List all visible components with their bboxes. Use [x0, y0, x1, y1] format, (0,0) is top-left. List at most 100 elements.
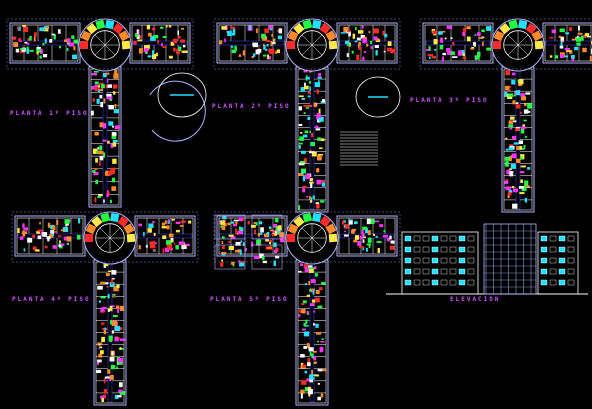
room-fixture — [101, 322, 105, 325]
room-fixture — [114, 394, 119, 399]
room-fixture — [527, 167, 531, 170]
elev-window — [558, 246, 566, 253]
room-fixture — [565, 50, 571, 52]
room-fixture — [111, 320, 118, 326]
room-fixture — [314, 273, 318, 277]
room-fixture — [314, 266, 317, 270]
room-fixture — [515, 104, 521, 109]
room-fixture — [318, 73, 322, 77]
room-fixture — [508, 190, 513, 193]
room-fixture — [269, 229, 274, 232]
room-fixture — [344, 230, 346, 233]
room-fixture — [101, 151, 104, 155]
room-fixture — [360, 34, 365, 39]
room-fixture — [259, 253, 264, 259]
room-fixture — [221, 236, 225, 239]
room-fixture — [317, 340, 319, 343]
room-fixture — [51, 33, 55, 36]
room-fixture — [258, 221, 263, 225]
room-fixture — [103, 330, 107, 335]
room-fixture — [522, 124, 525, 129]
room-fixture — [361, 25, 364, 29]
room-fixture — [317, 396, 322, 401]
room-fixture — [577, 25, 580, 31]
room-fixture — [99, 94, 103, 99]
room-fixture — [425, 48, 430, 51]
room-fixture — [143, 232, 145, 237]
room-fixture — [310, 182, 313, 189]
room-fixture — [302, 300, 307, 304]
room-fixture — [358, 47, 362, 51]
room-fixture — [300, 150, 306, 154]
label-plan-3: PLANTA 3º PISO — [410, 97, 489, 104]
room-fixture — [100, 395, 105, 399]
room-fixture — [95, 157, 98, 163]
room-fixture — [152, 53, 157, 59]
room-fixture — [138, 245, 141, 250]
room-fixture — [512, 188, 519, 193]
room-fixture — [355, 27, 357, 31]
room-fixture — [104, 282, 109, 284]
room-fixture — [19, 236, 24, 240]
corridor — [132, 40, 188, 46]
room-fixture — [112, 139, 118, 143]
room-fixture — [182, 44, 186, 48]
room-fixture — [146, 25, 151, 30]
room-fixture — [29, 50, 34, 52]
room-fixture — [153, 232, 156, 236]
room-fixture — [433, 38, 438, 45]
hub-room — [328, 40, 338, 50]
elev-window — [467, 268, 475, 275]
room-fixture — [353, 239, 358, 243]
room-fixture — [299, 309, 303, 313]
room-fixture — [343, 224, 349, 229]
room-fixture — [102, 306, 107, 310]
room-fixture — [524, 136, 528, 138]
room-fixture — [263, 54, 267, 57]
hub-room — [319, 23, 331, 35]
room-fixture — [389, 245, 395, 250]
room-fixture — [571, 38, 576, 41]
room-fixture — [300, 389, 305, 394]
room-fixture — [239, 261, 245, 264]
room-fixture — [227, 30, 232, 37]
room-fixture — [353, 221, 358, 225]
room-fixture — [145, 245, 148, 248]
room-fixture — [321, 369, 327, 372]
elev-window — [467, 235, 475, 242]
room-fixture — [347, 29, 351, 33]
room-fixture — [366, 43, 369, 47]
room-fixture — [149, 244, 156, 249]
room-fixture — [100, 101, 104, 108]
room-fixture — [505, 161, 509, 167]
room-fixture — [66, 38, 71, 43]
elevation-drawing — [386, 223, 588, 295]
room-fixture — [39, 48, 43, 54]
room-fixture — [507, 192, 512, 196]
room-fixture — [318, 108, 321, 114]
room-fixture — [17, 228, 20, 234]
room-fixture — [106, 190, 109, 193]
room-fixture — [107, 140, 110, 144]
room-fixture — [320, 341, 325, 343]
room-fixture — [301, 303, 305, 305]
room-fixture — [382, 30, 385, 36]
room-fixture — [504, 180, 509, 185]
room-fixture — [257, 232, 261, 237]
room-fixture — [52, 245, 57, 249]
room-fixture — [103, 262, 109, 267]
room-fixture — [164, 220, 167, 225]
hub-axis — [507, 34, 529, 56]
room-fixture — [308, 347, 314, 352]
room-fixture — [509, 155, 512, 162]
room-fixture — [220, 220, 225, 225]
room-fixture — [302, 364, 306, 368]
room-fixture — [114, 70, 118, 74]
elev-window — [549, 268, 557, 275]
room-fixture — [110, 374, 114, 380]
room-fixture — [298, 123, 303, 127]
room-fixture — [92, 170, 96, 173]
room-fixture — [36, 231, 41, 234]
room-fixture — [272, 38, 276, 41]
